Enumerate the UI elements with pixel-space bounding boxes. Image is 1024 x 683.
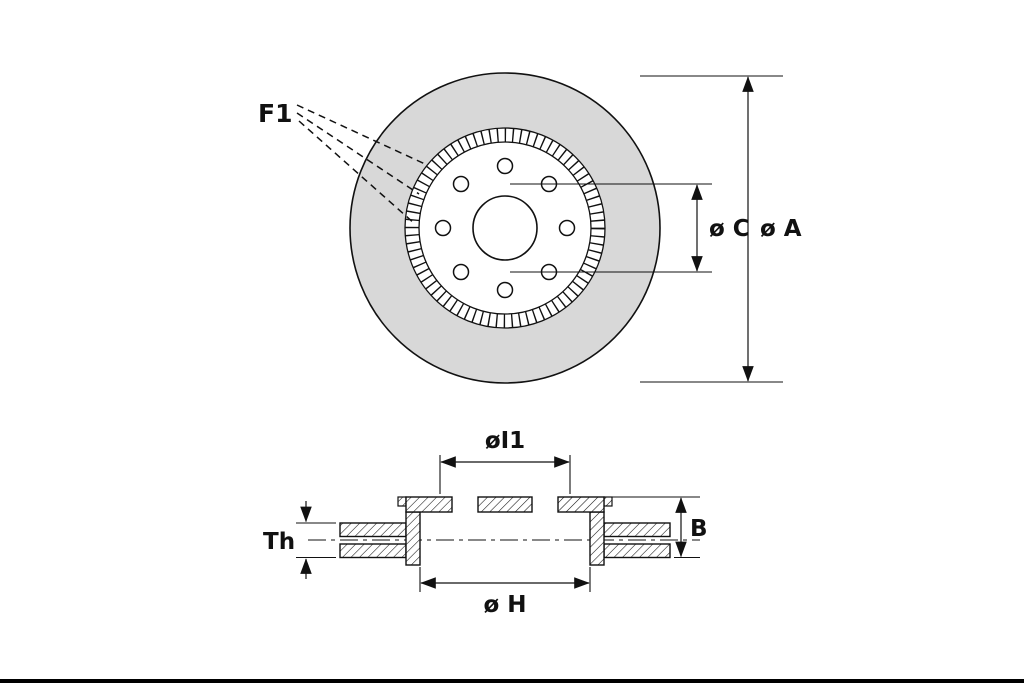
mounting-flange [397,496,613,513]
bolt-hole [434,219,452,237]
f1-leader-line [298,120,416,225]
label-diameter-h: ø H [483,592,526,618]
friction-ring-right [603,522,671,559]
bolt-hole [496,157,514,175]
center-hole [472,195,538,261]
dimension-h: ø H [419,567,591,618]
bottom-border [0,679,1024,683]
bolt-hole [452,263,470,281]
friction-plate [339,522,407,538]
flange-segment [477,496,533,513]
f1-callout [296,104,426,225]
label-diameter-c: ø C [709,216,750,242]
friction-plate [603,522,671,538]
label-f1: F1 [258,99,292,128]
dimension-i1: øI1 [439,428,571,494]
section-view: øI1 Th B ø H [263,428,708,618]
flange-lip [603,496,613,507]
flange-segment [557,496,605,513]
dimension-th: Th [263,501,336,579]
mounting-ring-ticks [405,128,605,328]
front-view: F1 ø C ø A [258,72,802,384]
bolt-hole [452,175,470,193]
dimension-b: B [608,496,708,559]
bolt-hole [496,281,514,299]
flange-segment [405,496,453,513]
label-diameter-a: ø A [760,216,802,242]
label-b: B [690,516,708,542]
f1-leader-line [296,112,420,195]
friction-ring-left [339,522,407,559]
label-diameter-i1: øI1 [485,428,525,454]
friction-plate [339,543,407,559]
dimension-a: ø A [640,75,802,383]
hat-wall-right [589,511,605,566]
friction-plate [603,543,671,559]
label-th: Th [263,529,295,555]
flange-lip [397,496,407,507]
hat-wall-left [405,511,421,566]
bolt-hole [558,219,576,237]
